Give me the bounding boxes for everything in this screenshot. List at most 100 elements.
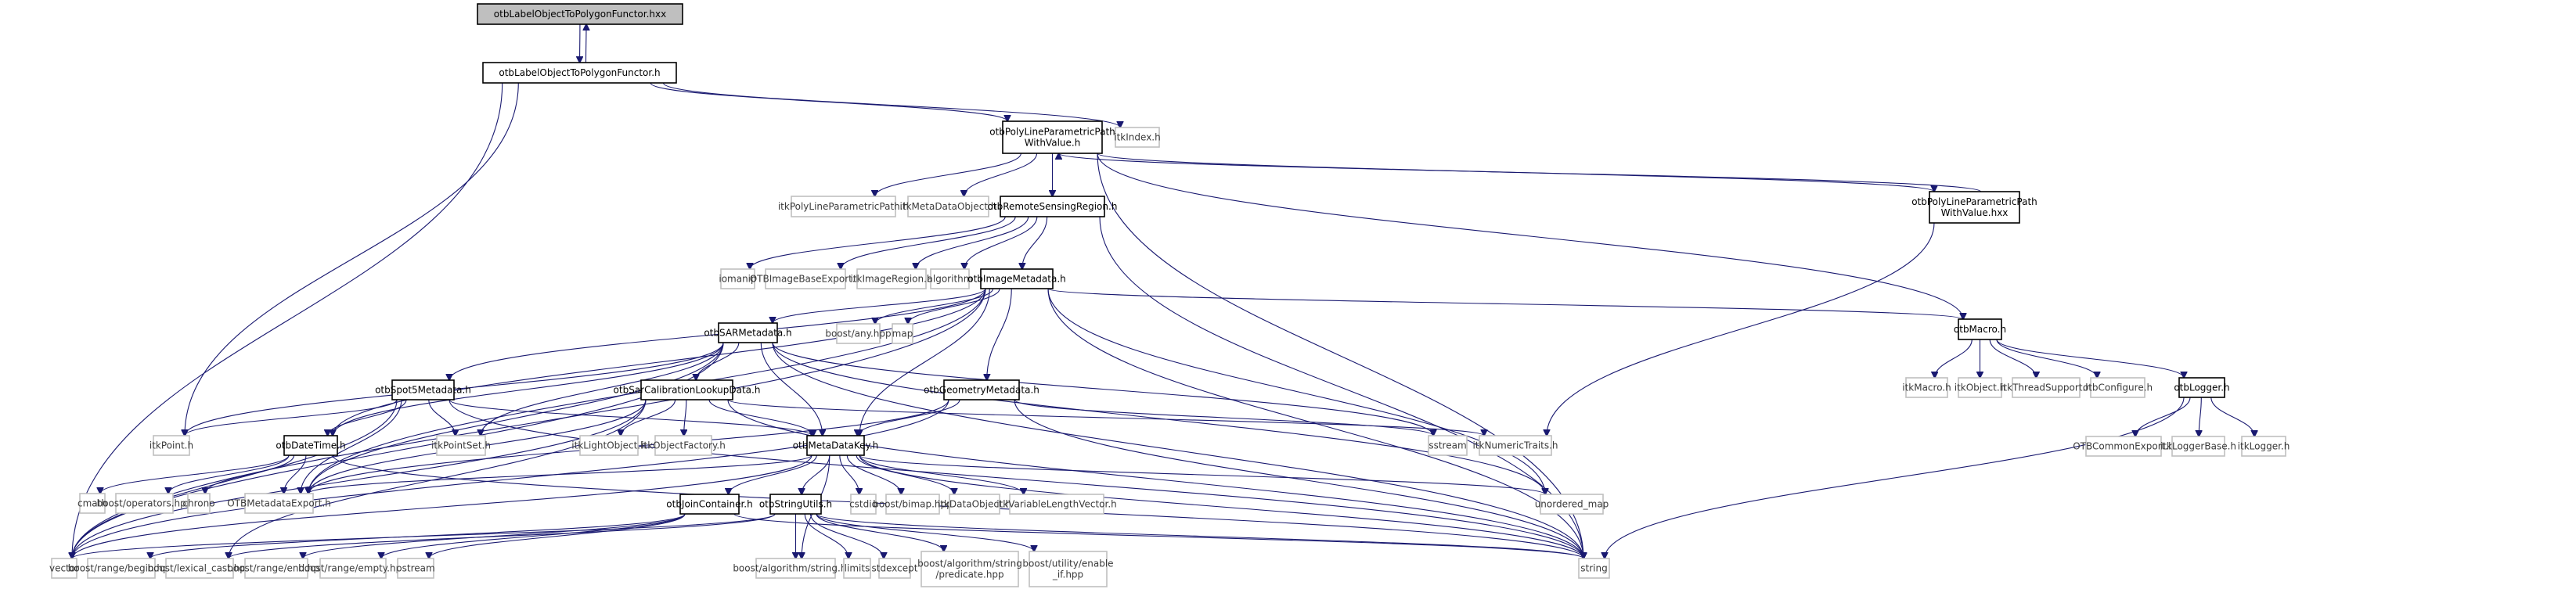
node-boost-bimap-hpp: boost/bimap.hpp	[873, 494, 953, 515]
node-box	[679, 494, 740, 515]
node-box	[850, 494, 877, 515]
node-label: otbMacro.h	[1954, 324, 2006, 335]
node-otbcommonexport-h: OTBCommonExport.h	[2073, 436, 2174, 457]
node-label: itkLightObject.h	[571, 440, 646, 451]
edge-rsRegion-to-iomanip	[750, 216, 1006, 269]
node-label: ostream	[396, 563, 434, 574]
node-box	[885, 494, 940, 515]
node-itkmacro-h: itkMacro.h	[1902, 377, 1951, 398]
node-box	[791, 196, 896, 217]
node-box	[720, 268, 755, 289]
node-otbspot5metadata-h[interactable]: otbSpot5Metadata.h	[375, 379, 471, 400]
edges-layer	[72, 24, 2254, 558]
node-box	[482, 62, 677, 84]
node-otbstringutils-h[interactable]: otbStringUtils.h	[759, 494, 832, 515]
node-label: otbGeometryMetadata.h	[924, 385, 1039, 396]
node-otbsarmetadata-h[interactable]: otbSARMetadata.h	[704, 322, 792, 343]
node-otblogger-h[interactable]: otbLogger.h	[2174, 377, 2230, 398]
node-itkpolylineparametricpath-h: itkPolyLineParametricPath.h	[778, 196, 909, 217]
node-itklogger-h: itkLogger.h	[2238, 436, 2290, 457]
node-box	[1958, 377, 2002, 398]
node-otblabelobjecttopolygonfunctor-h[interactable]: otbLabelObjectToPolygonFunctor.h	[482, 62, 677, 84]
node-box	[892, 323, 913, 344]
node-otblabelobjecttopolygonfunctor-hxx[interactable]: otbLabelObjectToPolygonFunctor.hxx	[477, 3, 683, 25]
node-box	[1002, 120, 1103, 154]
edge-otbLogger-to-itkLoggerBase	[2199, 397, 2201, 436]
node-box	[244, 493, 314, 514]
node-label: unordered_map	[1535, 499, 1609, 510]
node-otbdatetime-h[interactable]: otbDateTime.h	[276, 435, 346, 456]
node-box	[1905, 377, 1948, 398]
node-label: itkNumericTraits.h	[1472, 440, 1558, 451]
edge-sarMetadata-to-itkPointSet	[481, 342, 724, 436]
edge-stringUtils-to-stdexcept	[809, 513, 884, 558]
edge-geometry-to-string	[1014, 399, 1583, 558]
edge-rsRegion-to-string	[1099, 216, 1583, 558]
node-label: chrono	[182, 498, 214, 509]
edge-polyline_hxx-to-itkNumericTraits	[1547, 222, 1935, 436]
node-boost-algorithm-string-hpp: boost/algorithm/string.hpp	[733, 558, 859, 579]
node-box	[283, 435, 338, 456]
node-label: otbMetaDataKey.h	[793, 440, 879, 451]
node-label: cmath	[77, 498, 107, 509]
node-box	[930, 268, 970, 289]
edge-spot5-to-string	[449, 399, 1583, 558]
node-box	[115, 493, 174, 514]
node-box	[836, 323, 881, 344]
node-unordered-map: unordered_map	[1535, 494, 1609, 515]
edge-otbMacro-to-itkThreadSupport	[1989, 339, 2036, 378]
node-label: OTBMetadataExport.h	[227, 498, 331, 509]
node-label: string	[1580, 563, 1607, 574]
node-label: boost/operators.hpp	[97, 498, 193, 509]
node-otbremotesensingregion-h[interactable]: otbRemoteSensingRegion.h	[988, 196, 1118, 217]
edge-spot5-to-metaDataKey	[449, 399, 812, 436]
edge-imageMetadata-to-map	[908, 288, 1000, 324]
node-map: map	[892, 323, 913, 344]
node-label: otbPolyLineParametricPath	[989, 127, 1115, 138]
edge-polyline_h-to-itkPolyLine	[875, 153, 1021, 196]
node-box	[391, 379, 455, 400]
node-otbmetadatakey-h[interactable]: otbMetaDataKey.h	[793, 435, 879, 456]
node-label: itkThreadSupport.h	[2001, 382, 2091, 393]
edge-imageMetadata-to-otbMacro	[1047, 288, 1963, 319]
node-box	[1958, 318, 2002, 340]
node-box	[1000, 196, 1105, 217]
node-label: boost/any.hpp	[825, 329, 891, 339]
node-box	[1929, 191, 2020, 224]
edge-sarCalib-to-itkNumericTraits	[727, 399, 1484, 436]
node-otbmetadataexport-h: OTBMetadataExport.h	[227, 493, 331, 514]
node-label: cstdio	[849, 499, 877, 510]
node-otbconfigure-h: otbConfigure.h	[2083, 377, 2153, 398]
node-box	[907, 196, 989, 217]
edge-polyline_h-to-string	[1097, 153, 1583, 558]
edge-otbLogger-to-otbCommonExport	[2135, 397, 2191, 436]
edge-sarCalib-to-string	[727, 399, 1583, 558]
node-boost-any-hpp: boost/any.hpp	[825, 323, 892, 344]
node-otbgeometrymetadata-h[interactable]: otbGeometryMetadata.h	[924, 379, 1039, 400]
edge-sarMetadata-to-sarCalib	[696, 342, 740, 380]
node-label: boost/utility/enable	[1022, 558, 1113, 569]
node-otbimagemetadata-h[interactable]: otbImageMetadata.h	[967, 268, 1066, 289]
node-label: itkObjectFactory.h	[641, 440, 726, 451]
edge-imageMetadata-to-unorderedMap	[1047, 288, 1545, 494]
node-box	[980, 268, 1054, 289]
edge-sarCalib-to-itkObjectFactory	[684, 399, 686, 436]
node-box	[949, 494, 1000, 515]
edge-spot5-to-metadataExport	[301, 399, 402, 494]
node-label: vector	[49, 563, 79, 574]
node-otbsarcalibrationlookupdata-h[interactable]: otbSarCalibrationLookupData.h	[614, 379, 761, 400]
node-label: otbJoinContainer.h	[666, 499, 752, 510]
node-otbjoincontainer-h[interactable]: otbJoinContainer.h	[666, 494, 753, 515]
node-box	[579, 435, 639, 456]
edge-stringUtils-to-algoPredicate	[816, 513, 944, 551]
edge-otbMacro-to-itkMacro	[1935, 339, 1973, 378]
edge-sarMetadata-to-metadataExport	[308, 342, 724, 494]
edge-metaDataKey-to-string	[859, 454, 1583, 558]
node-otbmacro-h[interactable]: otbMacro.h	[1954, 318, 2006, 340]
node-box	[2241, 436, 2286, 457]
node-itkvariablelengthvector-h: itkVariableLengthVector.h	[996, 494, 1117, 515]
node-box	[718, 322, 778, 343]
node-label: _if.hpp	[1052, 569, 1083, 580]
